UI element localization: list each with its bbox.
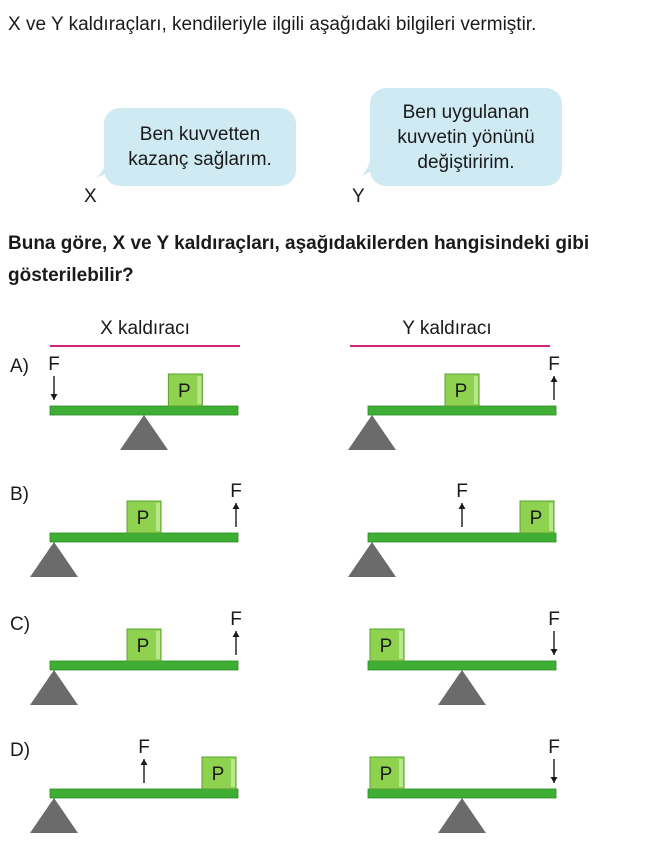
option-a-x-lever-load-label: P bbox=[178, 381, 191, 402]
option-b-x-lever-force-arrow-head bbox=[232, 503, 240, 509]
option-label-b[interactable]: B) bbox=[10, 484, 29, 505]
option-d-x-lever-beam bbox=[49, 788, 239, 799]
speaker-y-label: Y bbox=[352, 186, 365, 207]
option-b-y-lever-beam bbox=[367, 532, 557, 543]
option-label-c[interactable]: C) bbox=[10, 614, 31, 635]
option-c-y-lever-load-box bbox=[369, 628, 405, 662]
option-b-y-lever-fulcrum bbox=[348, 542, 396, 577]
option-d-y-lever-beam bbox=[367, 788, 557, 799]
option-b-y-lever-load-box bbox=[519, 500, 555, 534]
option-b-x-lever-load-box bbox=[126, 500, 162, 534]
option-b-x-lever-fulcrum bbox=[30, 542, 78, 577]
option-b-x-lever-load-box-shade bbox=[156, 503, 160, 531]
option-b-x-lever-load-label: P bbox=[137, 508, 150, 529]
option-c-y-lever-beam bbox=[367, 660, 557, 671]
option-b-x-lever-force-label: F bbox=[230, 481, 242, 502]
option-a-x-lever-force-arrow-head bbox=[50, 394, 58, 400]
option-a-y-lever-force-arrow-head bbox=[550, 376, 558, 382]
option-d-y-lever-load-label: P bbox=[380, 764, 393, 785]
option-c-x-lever-force-arrow-head bbox=[232, 631, 240, 637]
option-b-y-lever-load-box-shade bbox=[549, 503, 553, 531]
option-d-y-lever-fulcrum bbox=[438, 798, 486, 833]
option-a-y-lever-load-box bbox=[444, 373, 480, 407]
option-c-x-lever-force-label: F bbox=[230, 609, 242, 630]
speaker-x-label: X bbox=[84, 186, 97, 207]
option-a-x-lever-load-box-shade bbox=[197, 376, 202, 404]
column-title-y: Y kaldıracı bbox=[402, 318, 492, 339]
option-b-y-lever-force-arrow-head bbox=[458, 503, 466, 509]
option-a-y-lever-force-label: F bbox=[548, 354, 560, 375]
option-d-x-lever-force-arrow-head bbox=[140, 759, 148, 765]
option-label-a[interactable]: A) bbox=[10, 356, 29, 377]
option-d-y-lever-force-label: F bbox=[548, 737, 560, 758]
option-c-x-lever-beam bbox=[49, 660, 239, 671]
option-a-x-lever-beam bbox=[49, 405, 239, 416]
column-underline-y bbox=[350, 345, 550, 347]
option-c-y-lever-force-arrow-head bbox=[550, 649, 558, 655]
option-d-y-lever-load-box bbox=[369, 756, 405, 790]
option-c-x-lever-fulcrum bbox=[30, 670, 78, 705]
option-c-y-lever-force-label: F bbox=[548, 609, 560, 630]
column-title-x: X kaldıracı bbox=[100, 318, 190, 339]
option-d-x-lever-fulcrum bbox=[30, 798, 78, 833]
option-d-y-lever-load-box-shade bbox=[399, 759, 403, 787]
option-d-x-lever-force-label: F bbox=[138, 737, 150, 758]
speech-bubble-y-text: Ben uygulanan kuvvetin yönünü değiştirir… bbox=[397, 101, 535, 173]
option-a-y-lever-beam bbox=[367, 405, 557, 416]
option-c-x-lever-load-box-shade bbox=[156, 631, 160, 659]
option-a-y-lever-load-box-shade bbox=[474, 376, 478, 404]
speech-bubble-x-text: Ben kuvvetten kazanç sağlarım. bbox=[128, 124, 272, 170]
column-underline-x bbox=[50, 345, 240, 347]
option-d-x-lever-load-label: P bbox=[212, 764, 225, 785]
option-c-y-lever-fulcrum bbox=[438, 670, 486, 705]
option-b-x-lever-beam bbox=[49, 532, 239, 543]
option-b-y-lever-load-label: P bbox=[530, 508, 543, 529]
option-c-x-lever-load-label: P bbox=[137, 636, 150, 657]
option-a-x-lever-load-box bbox=[167, 373, 203, 407]
option-c-y-lever-load-box-shade bbox=[399, 631, 403, 659]
option-b-y-lever-force-label: F bbox=[456, 481, 468, 502]
question-text: Buna göre, X ve Y kaldıraçları, aşağıdak… bbox=[8, 233, 590, 286]
option-a-y-lever-fulcrum bbox=[348, 415, 396, 450]
option-d-x-lever-load-box-shade bbox=[231, 759, 235, 787]
option-a-y-lever-load-label: P bbox=[455, 381, 468, 402]
intro-text: X ve Y kaldıraçları, kendileriyle ilgili… bbox=[8, 14, 537, 35]
speech-bubble-y: Ben uygulanan kuvvetin yönünü değiştirir… bbox=[370, 88, 562, 186]
option-label-d[interactable]: D) bbox=[10, 740, 31, 761]
option-a-x-lever-force-label: F bbox=[48, 354, 60, 375]
option-c-y-lever-load-label: P bbox=[380, 636, 393, 657]
option-d-x-lever-load-box bbox=[201, 756, 237, 790]
option-d-y-lever-force-arrow-head bbox=[550, 777, 558, 783]
speech-bubble-x: Ben kuvvetten kazanç sağlarım. bbox=[104, 108, 296, 186]
option-c-x-lever-load-box bbox=[126, 628, 162, 662]
option-a-x-lever-fulcrum bbox=[120, 415, 168, 450]
